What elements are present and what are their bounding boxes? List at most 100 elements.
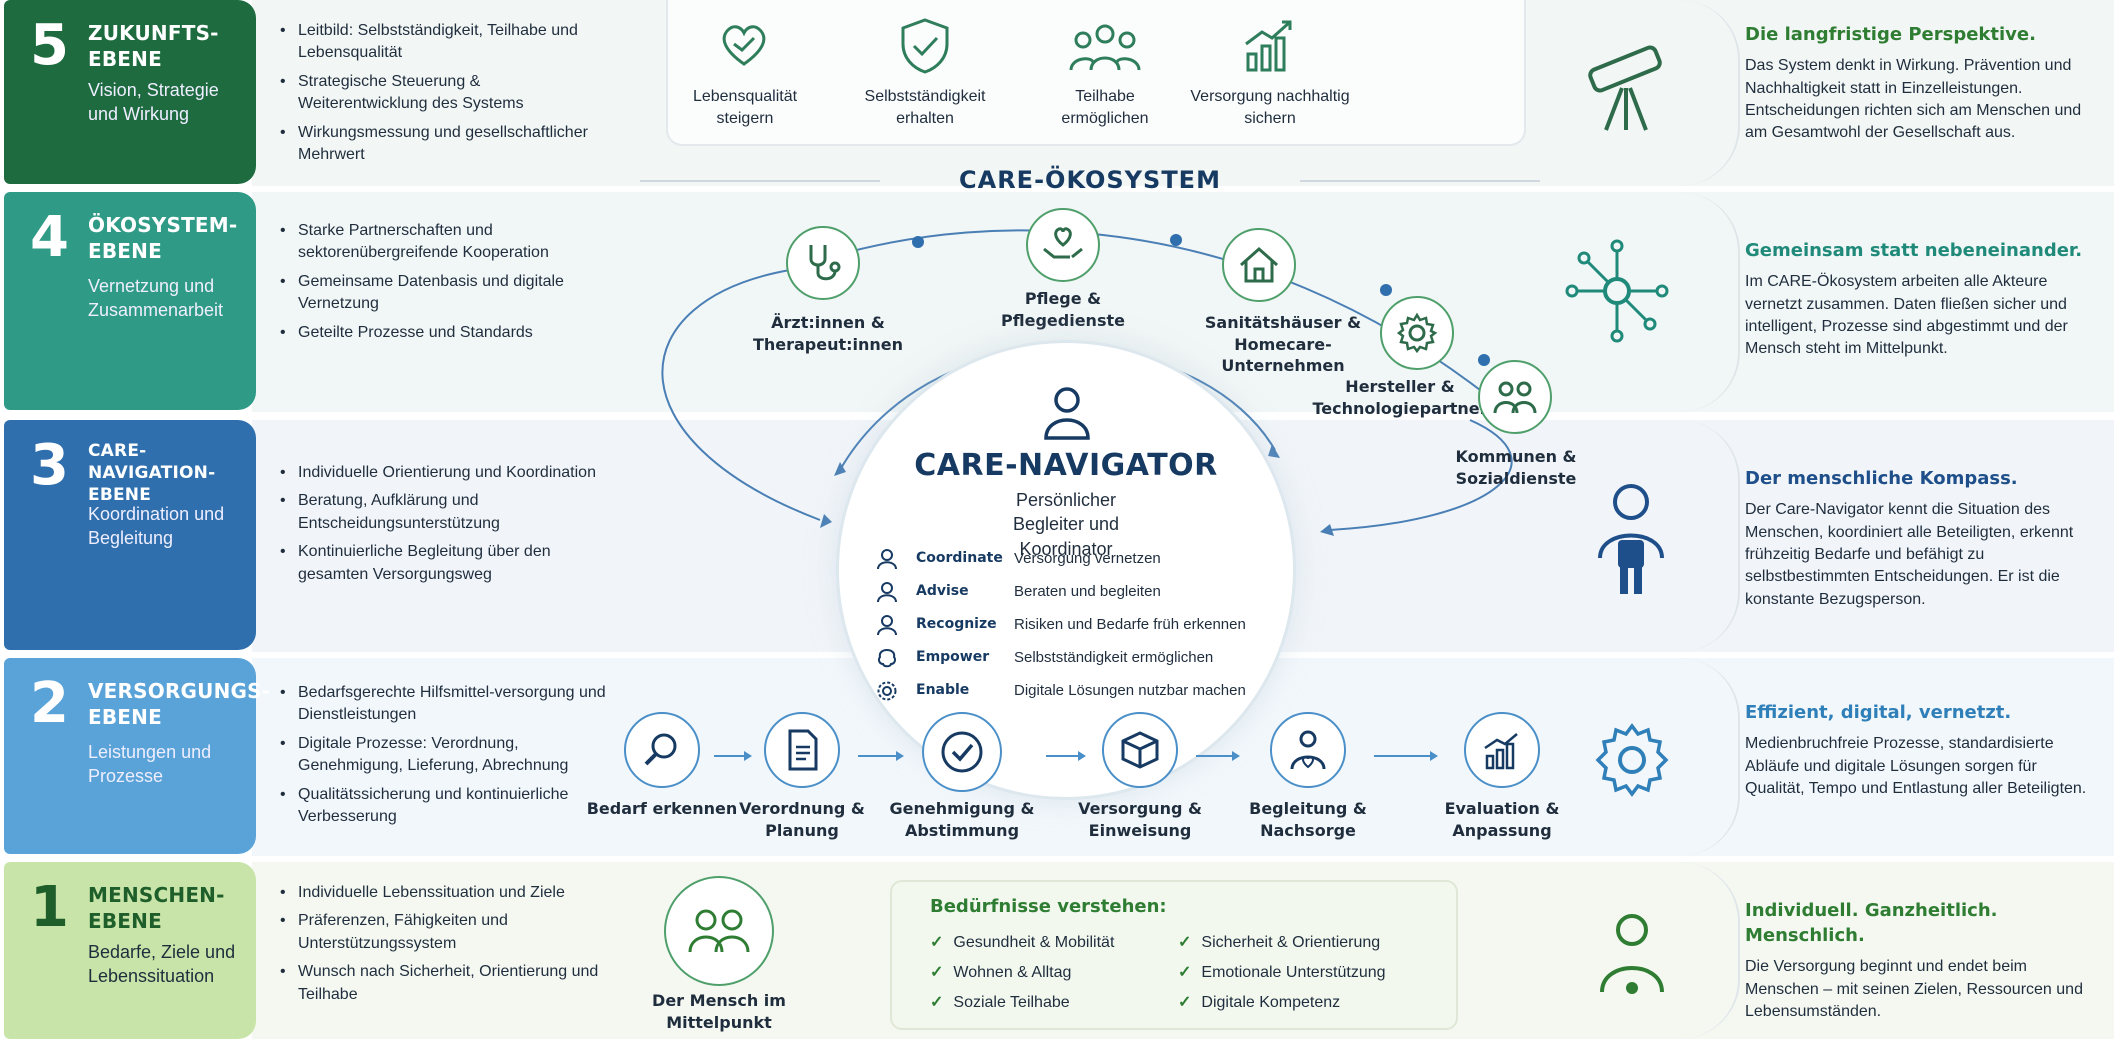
vision-goal-label: Lebensqualität steigern (692, 88, 798, 128)
partner-label: Ärzt:innen & Therapeut:innen (752, 313, 904, 354)
partner-node[interactable] (1222, 228, 1296, 302)
level-subtitle: Koordination und Begleitung (88, 504, 225, 549)
check-circle-icon (941, 731, 983, 773)
level-subtitle: Leistungen und Prozesse (88, 742, 212, 787)
process-step[interactable] (1464, 712, 1540, 788)
level-description: Die langfristige Perspektive. Das System… (1745, 22, 2090, 145)
person-center-label: Der Mensch im Mittelpunkt (652, 991, 786, 1032)
document-icon (788, 729, 818, 771)
level-badge-4: 4 ÖKOSYSTEM-EBENE Vernetzung und Zusamme… (4, 192, 256, 410)
vision-goal-label: Versorgung nachhaltig sichern (1190, 88, 1350, 128)
bullet: Individuelle Orientierung und Koordinati… (280, 462, 610, 485)
brain-icon (878, 648, 896, 668)
level-title: MENSCHEN-EBENE (88, 883, 225, 933)
level-description-text: Medienbruchfreie Prozesse, standardisier… (1745, 735, 2087, 797)
process-step-label: Versorgung & Einweisung (1078, 799, 1202, 840)
level-title: ÖKOSYSTEM-EBENE (88, 213, 238, 263)
bullet: Wunsch nach Sicherheit, Orientierung und… (280, 961, 610, 1006)
process-step[interactable] (1102, 712, 1178, 788)
process-step[interactable] (764, 712, 840, 788)
vision-goal: Lebensqualität steigern (680, 16, 810, 136)
role-text: Selbstständigkeit ermöglichen (1014, 649, 1214, 666)
role-text: Beraten und begleiten (1014, 583, 1161, 600)
house-icon (1240, 246, 1278, 283)
bullet: Geteilte Prozesse und Standards (280, 322, 610, 345)
bullet: Kontinuierliche Begleitung über den gesa… (280, 541, 610, 586)
navigator-title: CARE-NAVIGATOR (914, 448, 1218, 483)
vision-goals-box (666, 0, 1526, 146)
people-icon (1493, 381, 1537, 414)
bullet: Strategische Steuerung & Weiterentwicklu… (280, 71, 610, 116)
level-description-title: Gemeinsam statt nebeneinander. (1745, 240, 2083, 261)
level-description: Gemeinsam statt nebeneinander. Im CARE-Ö… (1745, 238, 2090, 361)
role-key: Advise (916, 583, 969, 599)
telescope-icon (1588, 45, 1662, 131)
level-title: ZUKUNFTS-EBENE (88, 21, 219, 71)
process-step-label: Genehmigung & Abstimmung (889, 799, 1035, 840)
level-badge-5: 5 ZUKUNFTS-EBENE Vision, Strategie und W… (4, 0, 256, 184)
partner-node[interactable] (786, 226, 860, 300)
bullet: Leitbild: Selbstständigkeit, Teilhabe un… (280, 20, 610, 65)
magnifier-icon (644, 733, 677, 766)
bullet: Gemeinsame Datenbasis und digitale Verne… (280, 271, 610, 316)
gear-icon (1595, 723, 1669, 797)
role-text: Versorgung vernetzen (1014, 550, 1161, 567)
box-icon (1121, 731, 1159, 769)
partner-label: Sanitätshäuser & Homecare-Unternehmen (1204, 313, 1362, 376)
process-step[interactable] (922, 712, 1002, 792)
bullet: Starke Partnerschaften und sektorenüberg… (280, 220, 610, 265)
vision-goal: Versorgung nachhaltig sichern (1190, 16, 1350, 136)
level-description-title: Die langfristige Perspektive. (1745, 24, 2036, 45)
needs-title: Bedürfnisse verstehen: (930, 896, 1167, 917)
bullet: Beratung, Aufklärung und Entscheidungsun… (280, 490, 610, 535)
level-bullets: Leitbild: Selbstständigkeit, Teilhabe un… (280, 20, 610, 172)
level-description-title: Individuell. Ganzheitlich. Menschlich. (1745, 900, 1998, 947)
person-icon (877, 549, 897, 570)
person-icon (877, 615, 897, 636)
person-icon (1598, 484, 1664, 594)
level-description-text: Die Versorgung beginnt und endet beim Me… (1745, 958, 2083, 1021)
partner-node[interactable] (1380, 296, 1454, 370)
role-text: Digitale Lösungen nutzbar machen (1014, 682, 1246, 699)
bullet: Individuelle Lebenssituation und Ziele (280, 882, 610, 905)
navigator-role: Coordinate Versorgung vernetzen (876, 548, 1296, 572)
level-badge-1: 1 MENSCHEN-EBENE Bedarfe, Ziele und Lebe… (4, 862, 256, 1039)
heart-hands-icon (722, 25, 766, 66)
level-badge-3: 3 CARE-NAVIGATION-EBENE Koordination und… (4, 420, 256, 650)
level-subtitle: Bedarfe, Ziele und Lebenssituation (88, 942, 236, 987)
process-step-label: Evaluation & Anpassung (1444, 799, 1560, 840)
process-step[interactable] (1270, 712, 1346, 788)
process-step-label: Verordnung & Planung (739, 799, 865, 840)
vision-goal-label: Teilhabe ermöglichen (1061, 88, 1149, 128)
level-badge-2: 2 VERSORGUNGS-EBENE Leistungen und Proze… (4, 658, 270, 854)
partner-node[interactable] (1026, 208, 1100, 282)
level-number: 1 (30, 875, 69, 940)
level-description-text: Im CARE-Ökosystem arbeiten alle Akteure … (1745, 273, 2068, 358)
role-text: Risiken und Bedarfe früh erkennen (1014, 616, 1246, 633)
growth-chart-icon (1245, 20, 1292, 72)
need-item: ✓Gesundheit & Mobilität (930, 934, 1115, 951)
partner-node[interactable] (1478, 360, 1552, 434)
gear-icon (1396, 312, 1438, 354)
level-bullets: Bedarfsgerechte Hilfsmittel-versorgung u… (280, 682, 610, 834)
stethoscope-icon (809, 245, 841, 281)
bullet: Präferenzen, Fähigkeiten und Unterstützu… (280, 910, 610, 955)
settings-icon (877, 681, 897, 701)
person-icon (877, 582, 897, 603)
shield-check-icon (901, 18, 949, 74)
needs-box (890, 880, 1458, 1030)
level-description-text: Der Care-Navigator kennt die Situation d… (1745, 501, 2074, 608)
need-item: ✓Soziale Teilhabe (930, 994, 1070, 1011)
process-step-label: Bedarf erkennen (586, 799, 738, 818)
level-bullets: Individuelle Orientierung und Koordinati… (280, 462, 610, 592)
bullet: Qualitätssicherung und kontinuierliche V… (280, 784, 610, 829)
partner-label: Pflege & Pflegedienste (1001, 289, 1125, 330)
navigator-role: Empower Selbstständigkeit ermöglichen (876, 647, 1296, 671)
ecosystem-title: CARE-ÖKOSYSTEM (959, 166, 1221, 194)
need-item: ✓Emotionale Unterstützung (1178, 964, 1386, 981)
process-step[interactable] (624, 712, 700, 788)
level-number: 4 (30, 205, 69, 270)
care-hands-icon (1043, 227, 1083, 259)
process-step-label: Begleitung & Nachsorge (1249, 799, 1367, 840)
navigator-role: Recognize Risiken und Bedarfe früh erken… (876, 614, 1296, 638)
